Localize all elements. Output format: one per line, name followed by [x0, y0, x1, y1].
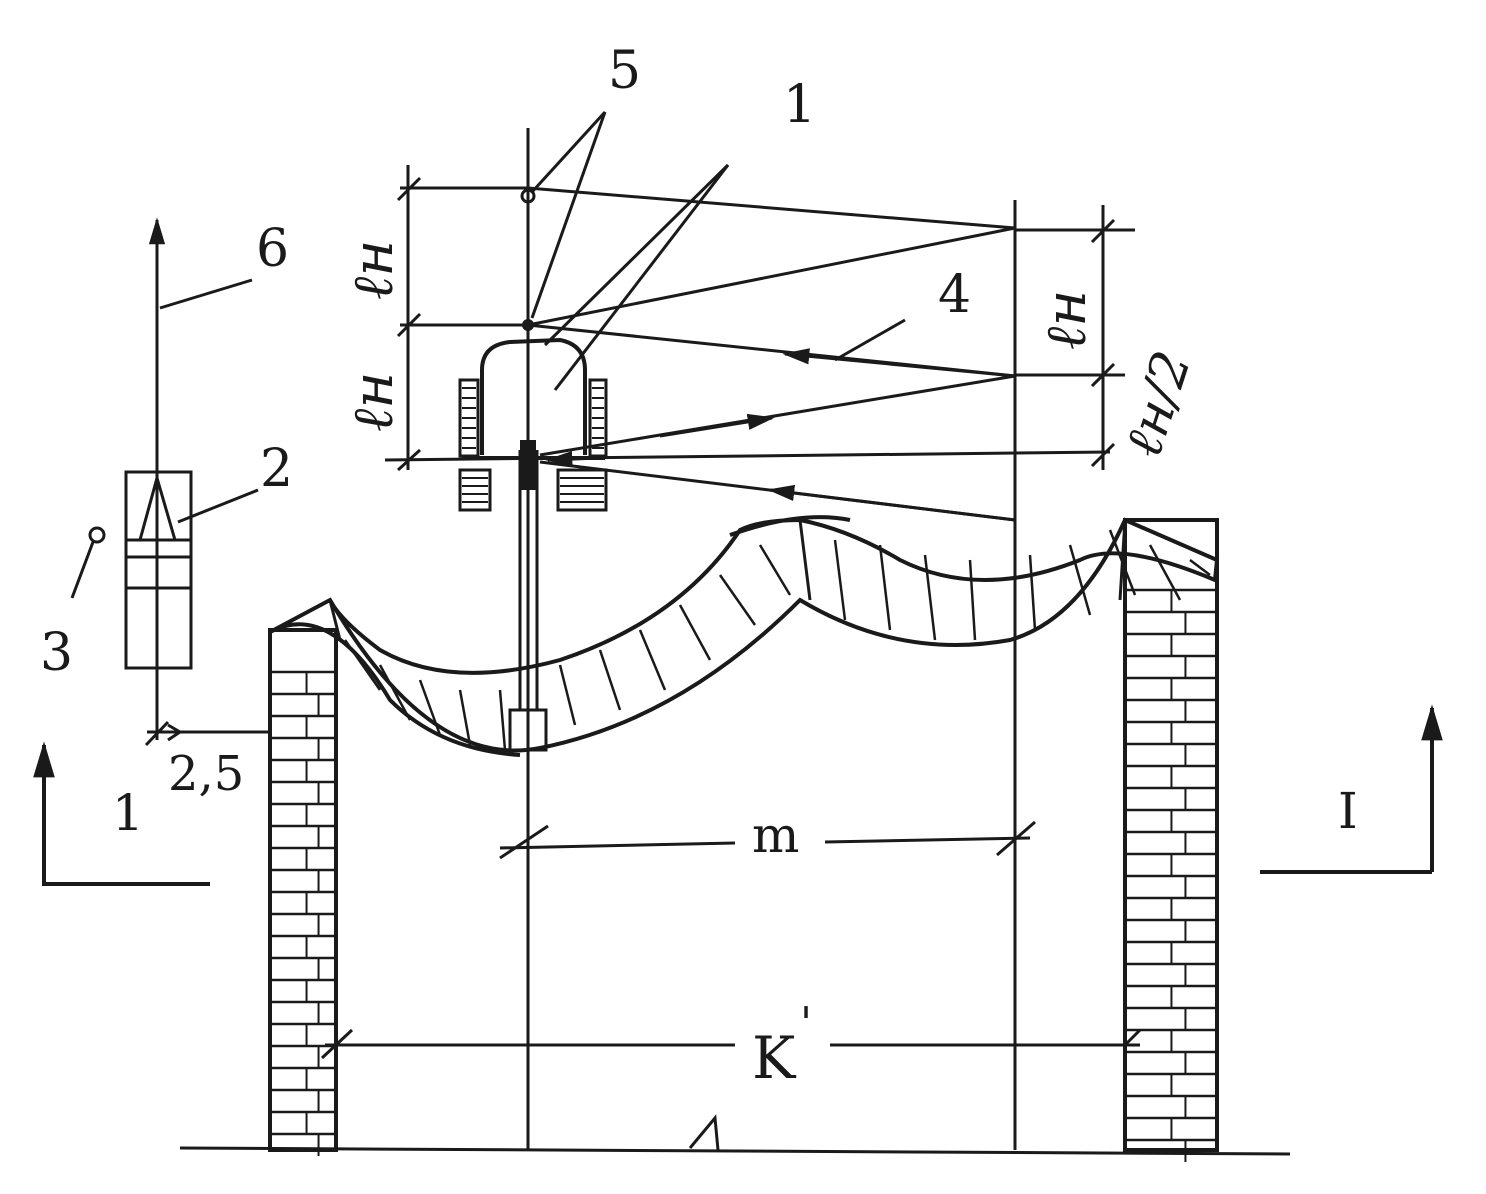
left-wall [268, 628, 338, 1156]
section-marker-right [1260, 704, 1443, 874]
brick-joint [418, 679, 442, 736]
brick-joint [558, 664, 577, 726]
label-ln-left-top: ℓн [341, 240, 406, 300]
brick-joint [598, 649, 622, 711]
brick-joint [638, 629, 667, 691]
brick-joint [718, 574, 757, 626]
dim-k [320, 1028, 1142, 1060]
ground-line [179, 1146, 1291, 1156]
label-m: m [752, 806, 799, 864]
brick-joint [343, 639, 382, 691]
ref-line-low [384, 450, 1111, 462]
section-marker-left [33, 741, 210, 886]
material-bucket [124, 470, 193, 670]
label-3: 3 [40, 623, 73, 683]
dim-m [499, 820, 1036, 860]
brick-joint [1028, 554, 1037, 631]
lift-arrow [144, 217, 268, 747]
brick-joint [1108, 529, 1137, 596]
brick-joint [1189, 559, 1211, 576]
brick-joint [923, 554, 937, 641]
label-2: 2 [260, 439, 293, 499]
brick-joint [678, 604, 712, 661]
label-5: 5 [608, 41, 641, 101]
brick-joint [968, 559, 977, 641]
brick-joint [1148, 544, 1182, 601]
label-ln-right: ℓн [1034, 290, 1099, 350]
label-1: 1 [783, 75, 816, 135]
hook-3 [70, 526, 106, 599]
brick-joint [458, 689, 472, 746]
brick-joint [378, 664, 412, 721]
label-6: 6 [256, 219, 289, 279]
label-2-5: 2,5 [168, 746, 244, 802]
brick-joint [878, 544, 892, 631]
brick-joint [758, 544, 792, 596]
brick-joint [1068, 544, 1092, 616]
label-ln-half: ℓн/2 [1113, 344, 1203, 464]
section-label-left: 1 [112, 784, 144, 842]
ground-break-mark [688, 1114, 720, 1151]
brick-joint [498, 689, 507, 751]
rope-system [520, 186, 1016, 522]
label-k: K [752, 1024, 797, 1092]
vaulted-roof [269, 515, 1220, 757]
label-ln-left-bottom: ℓн [341, 372, 406, 432]
right-wall [1123, 518, 1219, 1162]
label-k-prime: ' [800, 998, 812, 1049]
brick-joint [833, 539, 847, 621]
section-label-right: I [1338, 782, 1358, 840]
label-4: 4 [938, 265, 971, 325]
